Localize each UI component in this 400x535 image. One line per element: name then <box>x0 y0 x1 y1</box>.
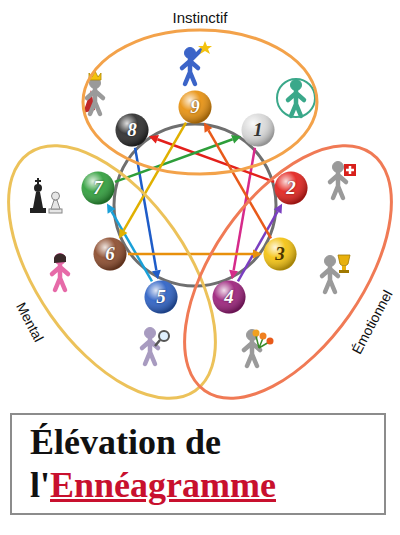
group-label: Instinctif <box>172 9 227 26</box>
type-number: 1 <box>241 113 275 147</box>
title-text: Élévation de <box>30 421 366 464</box>
arrow-line <box>128 250 262 259</box>
type-ball: 9 <box>178 90 212 124</box>
figure-3 <box>322 255 350 292</box>
title-box: Élévation del'Ennéagramme <box>10 413 386 515</box>
figure-2 <box>330 162 356 199</box>
type-ball: 1 <box>241 113 275 147</box>
center-group: Mental 7 65 <box>0 140 240 405</box>
type-ball: 5 <box>144 280 178 314</box>
figure-4 <box>244 330 274 367</box>
figure-6 <box>52 253 68 290</box>
title-text: l' <box>30 465 50 505</box>
center-group: Émotionnel 2 34 <box>160 140 400 405</box>
type-ball: 6 <box>93 237 127 271</box>
type-ball: 2 <box>274 171 308 205</box>
type-number: 7 <box>81 171 115 205</box>
figure-5 <box>142 328 169 365</box>
type-ball: 4 <box>212 280 246 314</box>
type-number: 6 <box>93 237 127 271</box>
figure-1 <box>277 79 315 117</box>
type-number: 2 <box>274 171 308 205</box>
group-ellipse <box>0 140 240 405</box>
type-number: 4 <box>212 280 246 314</box>
type-number: 3 <box>263 237 297 271</box>
figure-9 <box>182 41 212 84</box>
type-ball: 3 <box>263 237 297 271</box>
type-ball: 7 <box>81 171 115 205</box>
title-text: Ennéagramme <box>50 465 276 505</box>
group-label: Émotionnel <box>348 287 395 356</box>
center-group: Instinctif 891 <box>80 4 320 184</box>
type-ball: 8 <box>115 113 149 147</box>
type-number: 9 <box>178 90 212 124</box>
figure-7 <box>30 178 62 213</box>
type-number: 8 <box>115 113 149 147</box>
group-label: Mental <box>13 300 47 345</box>
figure-8 <box>83 71 103 114</box>
type-number: 5 <box>144 280 178 314</box>
